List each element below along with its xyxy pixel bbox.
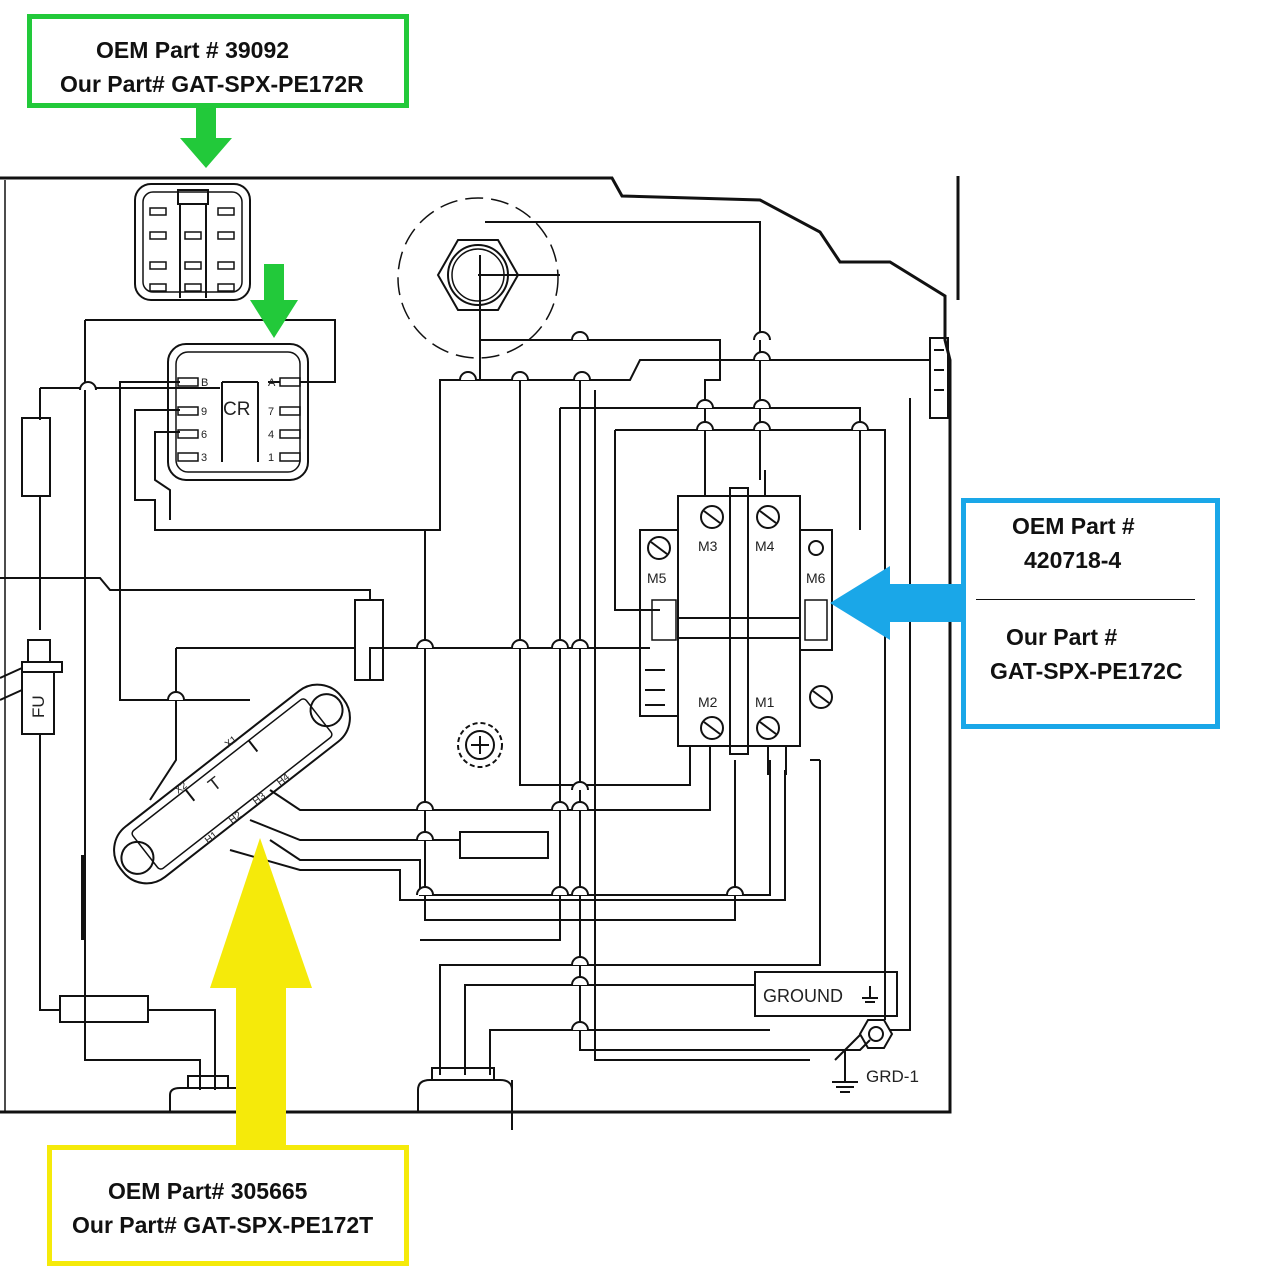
transformer-our-part: Our Part# GAT-SPX-PE172T: [72, 1212, 374, 1238]
relay-pin-9: 9: [201, 406, 207, 418]
enclosure-outline: [0, 176, 952, 1114]
relay-label: CR: [223, 399, 250, 420]
relay-oem-part: OEM Part # 39092: [96, 37, 290, 63]
contactor-terminal-m6: M6: [806, 570, 826, 586]
ground-lug-label: GRD-1: [866, 1067, 919, 1086]
relay-pin-6: 6: [201, 429, 207, 441]
transformer-lead-h2: H2: [227, 810, 244, 827]
contactor-terminal-m4: M4: [755, 538, 775, 554]
relay-socket: [134, 183, 251, 301]
transformer-lead-x2: X2: [173, 780, 190, 796]
relay-pin-3: 3: [201, 452, 207, 464]
relay-pin-a: A: [268, 377, 276, 389]
arrow-yellow: [210, 838, 312, 1148]
wiring: [0, 221, 930, 1130]
contactor-our-label: Our Part #: [1006, 624, 1118, 650]
contactor-terminal-m2: M2: [698, 694, 718, 710]
transformer-lead-h1: H1: [203, 830, 220, 847]
contactor-terminal-m3: M3: [698, 538, 718, 554]
contactor-terminal-m5: M5: [647, 570, 667, 586]
arrow-green-2: [250, 264, 298, 338]
arrow-blue: [830, 566, 962, 640]
contactor-terminal-m1: M1: [755, 694, 775, 710]
hex-nut-fitting: [397, 197, 560, 359]
fuse-holder: [0, 417, 85, 940]
bottom-fittings: [169, 1067, 513, 1112]
ground-block: [754, 971, 898, 1017]
contactor-oem-number: 420718-4: [1024, 547, 1122, 573]
callout-divider: [976, 599, 1195, 600]
relay-part-callout: OEM Part # 39092 Our Part# GAT-SPX-PE172…: [27, 14, 409, 108]
ground-block-label: GROUND: [763, 986, 843, 1006]
components: [59, 599, 549, 1023]
ground-lug-icon: [832, 1019, 894, 1093]
transformer-lead-h4: H4: [275, 772, 292, 789]
control-relay: [167, 343, 309, 481]
side-connector: [929, 337, 949, 419]
arrow-green-1: [180, 108, 232, 168]
transformer-oem-part: OEM Part# 305665: [108, 1178, 308, 1204]
relay-pin-4: 4: [268, 429, 274, 441]
transformer-lead-h3: H3: [251, 791, 268, 808]
contactor-our-number: GAT-SPX-PE172C: [990, 658, 1183, 684]
contactor-screws: [647, 505, 833, 740]
contactor-part-callout: OEM Part # 420718-4 Our Part # GAT-SPX-P…: [961, 498, 1220, 729]
mounting-screw-icon: [457, 722, 503, 768]
wire-crossovers: [79, 331, 869, 1031]
relay-pin-1: 1: [268, 452, 274, 464]
transformer-label: T: [204, 773, 225, 796]
relay-pin-7: 7: [268, 406, 274, 418]
fuse-label: FU: [29, 695, 48, 718]
transformer-part-callout: OEM Part# 305665 Our Part# GAT-SPX-PE172…: [47, 1145, 409, 1266]
relay-our-part: Our Part# GAT-SPX-PE172R: [60, 71, 364, 97]
contactor-oem-label: OEM Part #: [1012, 513, 1135, 539]
contactor: [639, 470, 833, 775]
relay-pin-b: B: [201, 377, 208, 389]
transformer: [113, 683, 351, 885]
